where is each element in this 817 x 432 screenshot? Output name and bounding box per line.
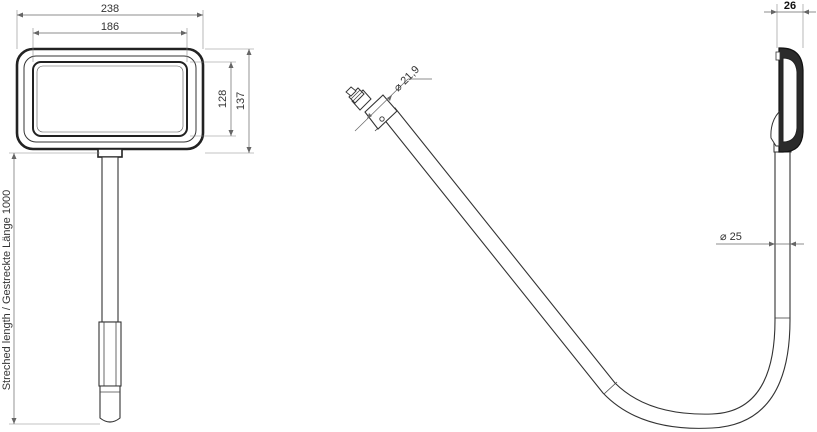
lamp-head-back [770,110,780,147]
set-screw [379,116,385,122]
side-view: ⌀ 21,9 26 ⌀ 25 [345,0,816,429]
dimension-head-width: 238 [16,3,204,49]
upper-tube-segment [364,94,398,130]
front-view: 238 186 128 137 [1,3,254,425]
dim-label-26: 26 [784,0,796,12]
stem-end [99,385,121,423]
neck-connector [97,148,123,158]
gooseneck-tube [382,107,791,429]
dimension-inner-height: 128 [190,61,236,137]
gooseneck-joint-1 [603,381,618,395]
threaded-connector [345,86,372,111]
dimension-diameter-large: ⌀ 25 [716,231,804,247]
dimension-side-depth: 26 [764,0,816,48]
lamp-head-bezel [23,55,197,143]
stem-sleeve [98,321,122,387]
dim-label-137: 137 [235,92,247,110]
dimension-stretched-length: Streched length / Gestreckte Länge 1000 [1,152,100,425]
dimension-head-height: 137 [205,48,254,154]
dim-label-diameter-25: ⌀ 25 [720,231,742,243]
dim-label-186: 186 [101,21,119,33]
dimension-inner-width: 186 [32,21,188,62]
lamp-lens [32,61,188,137]
stem-tube [101,156,119,323]
dim-label-128: 128 [217,90,229,108]
lamp-lens-inner [36,65,184,133]
dim-label-238: 238 [101,3,119,15]
lamp-head-side-lens [782,57,798,143]
lamp-head-mount-tab [775,51,781,61]
dim-label-stretched-length: Streched length / Gestreckte Länge 1000 [1,190,13,391]
